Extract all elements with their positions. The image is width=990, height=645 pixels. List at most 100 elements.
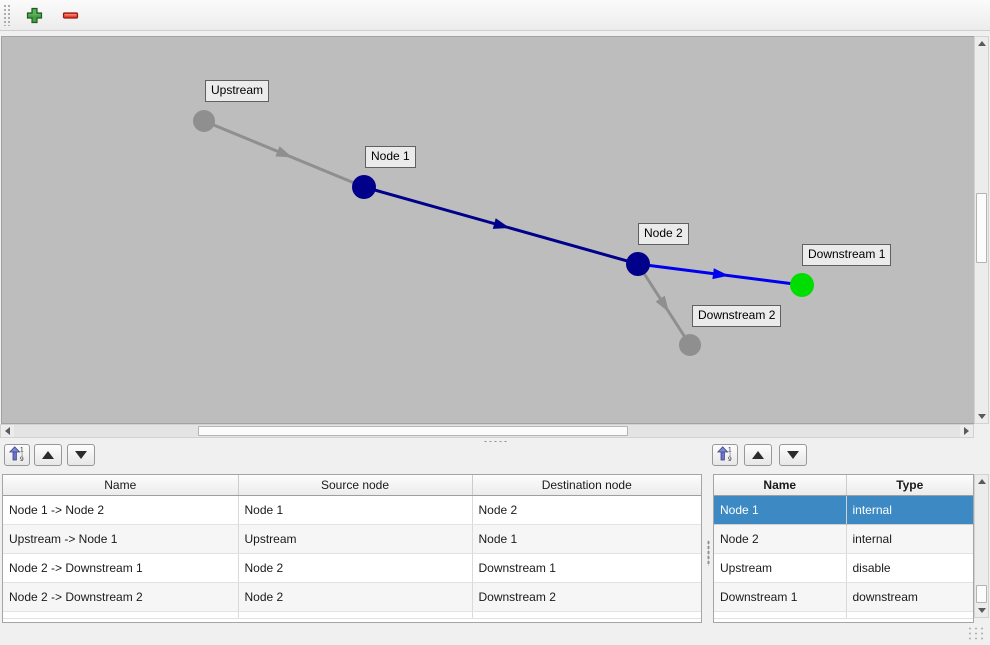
table-cell[interactable]: disable [846,553,973,583]
edge-arrow-icon [655,295,669,313]
empty-row [3,611,701,619]
splitter-grip-icon [483,440,507,443]
table-cell [238,611,473,619]
table-cell[interactable]: Downstream 1 [472,553,701,583]
graph-node[interactable] [193,110,215,132]
nodes-table-scrollbar[interactable] [974,474,989,618]
nodes-move-down-button[interactable] [779,444,807,466]
scroll-up-button[interactable] [975,475,988,488]
edges-column-header-source[interactable]: Source node [238,475,473,496]
node-label[interactable]: Downstream 2 [692,305,782,327]
scroll-right-button[interactable] [960,425,973,437]
hscroll-thumb[interactable] [198,426,628,436]
table-cell[interactable]: Upstream [714,553,847,583]
table-cell[interactable]: Upstream -> Node 1 [3,524,239,554]
table-cell[interactable]: Node 1 [472,524,701,554]
svg-text:9: 9 [728,456,732,462]
toolbar-drag-handle[interactable] [3,4,11,26]
sort-ascending-icon: 1 9 [8,445,25,465]
nodes-move-up-button[interactable] [744,444,772,466]
edge-arrow-icon [275,146,293,158]
arrow-up-icon [977,41,986,46]
triangle-up-icon [752,451,764,459]
node-label[interactable]: Downstream 1 [802,244,892,266]
table-cell [714,611,847,619]
plus-icon [26,7,43,24]
vscroll-thumb[interactable] [976,193,987,263]
window-resize-grip[interactable] [967,626,985,642]
table-cell[interactable]: Node 1 [238,495,473,525]
pane-splitter-horizontal[interactable] [0,438,990,444]
table-cell[interactable]: internal [846,524,973,554]
pane-splitter-vertical[interactable] [704,474,713,623]
graph-node[interactable] [626,252,650,276]
edges-column-header-name[interactable]: Name [3,475,239,496]
arrow-right-icon [964,427,969,435]
triangle-down-icon [787,451,799,459]
nodes-column-header-name[interactable]: Name [714,475,847,496]
table-cell[interactable]: Node 1 -> Node 2 [3,495,239,525]
table-cell[interactable]: Node 2 [472,495,701,525]
minus-icon [62,7,79,24]
table-cell [846,611,973,619]
node-label[interactable]: Upstream [205,80,270,102]
arrow-up-icon [977,479,986,484]
node-label[interactable]: Node 1 [365,146,416,168]
scroll-up-button[interactable] [975,37,988,50]
splitter-grip-icon [707,540,710,566]
svg-text:9: 9 [20,456,24,462]
add-node-button[interactable] [21,2,47,28]
table-cell[interactable]: Node 2 [238,582,473,612]
svg-text:1: 1 [20,446,24,453]
nodes-column-header-type[interactable]: Type [846,475,973,496]
sort-ascending-icon: 1 9 [716,445,733,465]
edges-sort-button[interactable]: 1 9 [4,444,30,466]
table-cell[interactable]: Node 1 [714,495,847,525]
table-cell[interactable]: Downstream 2 [472,582,701,612]
node-label[interactable]: Node 2 [638,223,689,245]
nodes-sort-button[interactable]: 1 9 [712,444,738,466]
table-cell[interactable]: Downstream 1 [714,582,847,612]
edges-move-down-button[interactable] [67,444,95,466]
empty-row [714,611,973,619]
edges-table: Name Source node Destination node Node 1… [2,474,702,623]
scroll-left-button[interactable] [1,425,14,437]
arrow-down-icon [977,414,986,419]
table-cell[interactable]: internal [846,495,973,525]
graph-node[interactable] [790,273,814,297]
table-cell[interactable]: Upstream [238,524,473,554]
edges-move-up-button[interactable] [34,444,62,466]
edges-column-header-destination[interactable]: Destination node [472,475,701,496]
graph-node[interactable] [679,334,701,356]
remove-node-button[interactable] [57,2,83,28]
scroll-down-button[interactable] [975,604,988,617]
table-cell[interactable]: downstream [846,582,973,612]
graph-node[interactable] [352,175,376,199]
table-cell[interactable]: Node 2 -> Downstream 2 [3,582,239,612]
canvas-vscrollbar[interactable] [974,36,989,424]
table-cell[interactable]: Node 2 -> Downstream 1 [3,553,239,583]
edge-arrow-icon [492,218,510,229]
svg-text:1: 1 [728,446,732,453]
scroll-down-button[interactable] [975,410,988,423]
vscroll-thumb[interactable] [976,585,987,603]
triangle-up-icon [42,451,54,459]
table-cell[interactable]: Node 2 [714,524,847,554]
main-toolbar [0,0,990,31]
table-cell[interactable]: Node 2 [238,553,473,583]
graph-svg [193,110,814,356]
table-cell [3,611,239,619]
canvas-hscrollbar[interactable] [0,424,974,438]
arrow-left-icon [5,427,10,435]
